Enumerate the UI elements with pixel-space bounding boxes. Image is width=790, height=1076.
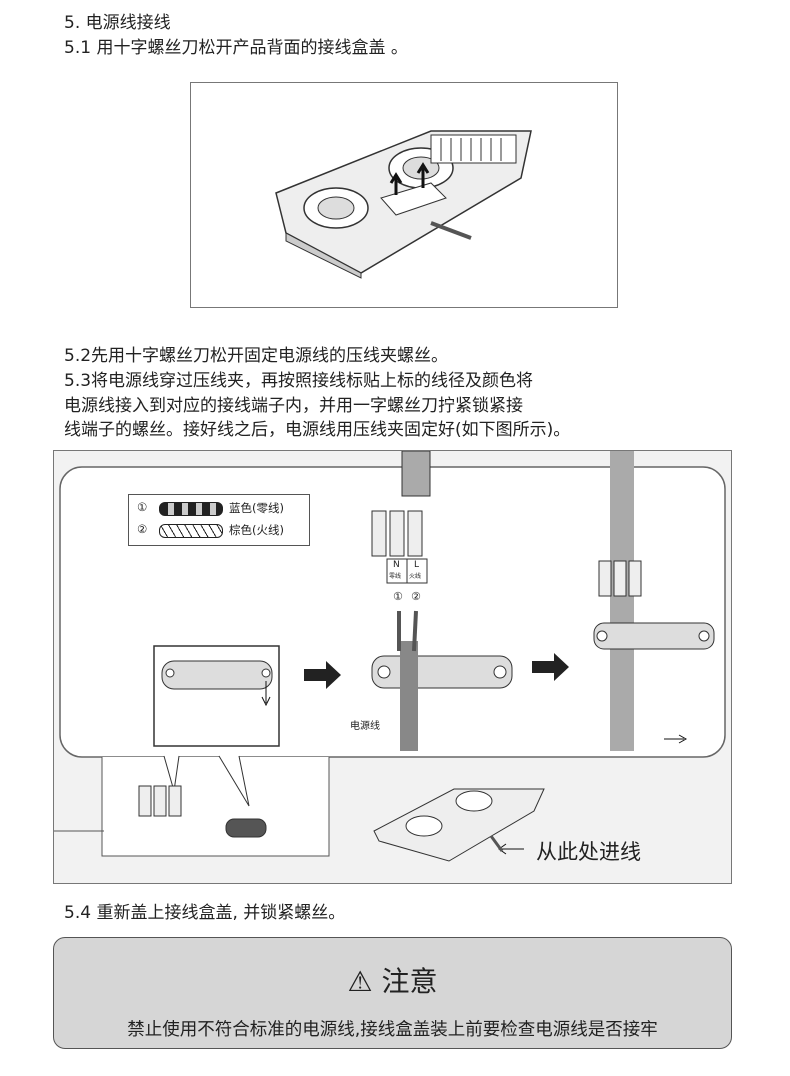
legend-num-2: ②: [137, 522, 148, 536]
step-5-2: 5.2先用十字螺丝刀松开固定电源线的压线夹螺丝。: [64, 346, 449, 366]
wiring-diagram: ① 蓝色(零线) ② 棕色(火线) N 零线 L 火线 ① ② 电源线 从此处进…: [53, 450, 732, 884]
legend-label-1: 蓝色(零线): [229, 501, 284, 515]
blue-wire-swatch: [159, 502, 223, 516]
step-5-1: 5.1 用十字螺丝刀松开产品背面的接线盒盖 。: [64, 38, 408, 58]
product-back-illustration: [190, 82, 618, 308]
step-5-4: 5.4 重新盖上接线盒盖, 并锁紧螺丝。: [64, 903, 346, 923]
caution-title: 注意: [381, 965, 438, 998]
terminal-n-sub: 零线: [389, 573, 402, 580]
step-5-3-line-2: 电源线接入到对应的接线端子内，并用一字螺丝刀拧紧锁紧接: [64, 396, 523, 416]
terminal-l: L: [414, 560, 420, 570]
entry-label: 从此处进线: [536, 840, 641, 864]
legend-num-1: ①: [137, 500, 148, 514]
step-5-3-line-3: 线端子的螺丝。接好线之后，电源线用压线夹固定好(如下图所示)。: [64, 420, 571, 440]
legend-label-2: 棕色(火线): [229, 523, 284, 537]
wire-color-legend: ① 蓝色(零线) ② 棕色(火线): [128, 494, 310, 546]
caution-body: 禁止使用不符合标准的电源线,接线盒盖装上前要检查电源线是否接牢: [127, 1020, 658, 1040]
brown-wire-swatch: [159, 524, 223, 538]
caution-title-row: ⚠ 注意: [54, 960, 731, 1000]
wire-label-1: ①: [393, 590, 403, 603]
terminal-n: N: [393, 560, 400, 570]
warning-triangle-icon: ⚠: [347, 965, 373, 998]
caution-box: ⚠ 注意 禁止使用不符合标准的电源线,接线盒盖装上前要检查电源线是否接牢: [53, 937, 732, 1049]
terminal-l-sub: 火线: [409, 573, 422, 580]
step-5-3-line-1: 5.3将电源线穿过压线夹，再按照接线标贴上标的线径及颜色将: [64, 371, 534, 391]
cable-label: 电源线: [350, 721, 380, 732]
section-title: 5. 电源线接线: [64, 13, 171, 33]
wire-label-2: ②: [411, 590, 421, 603]
